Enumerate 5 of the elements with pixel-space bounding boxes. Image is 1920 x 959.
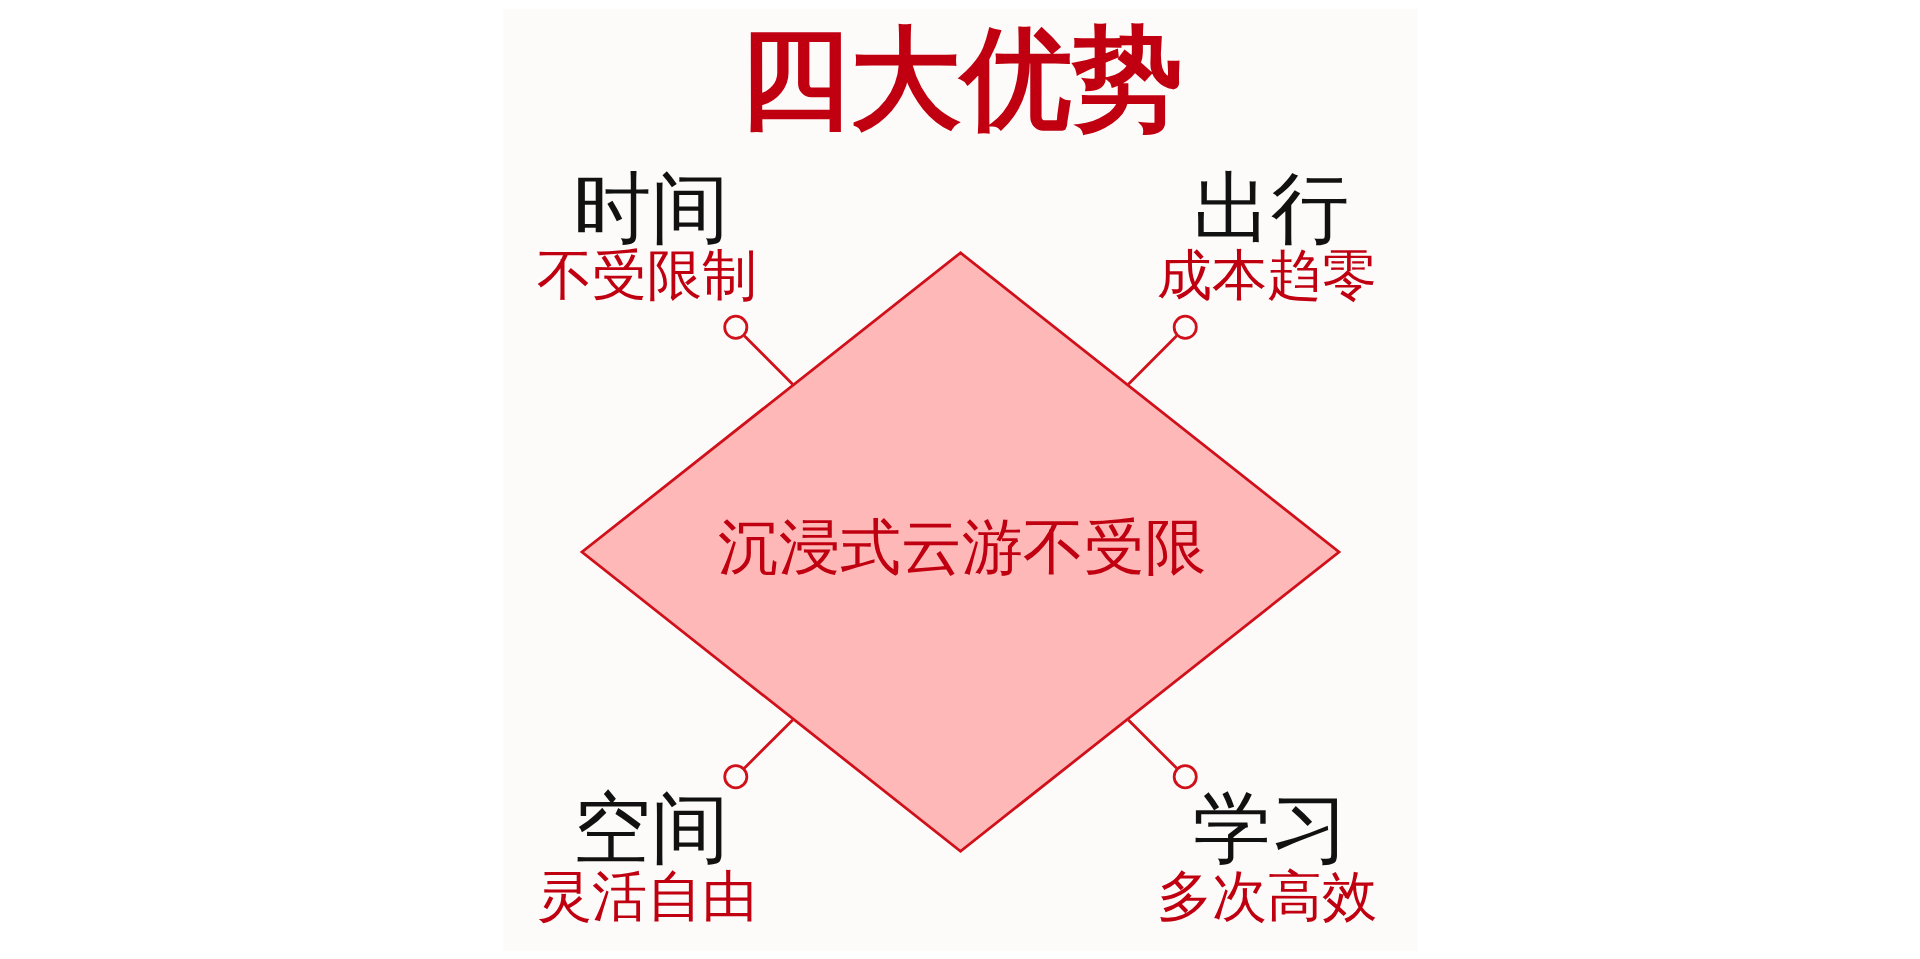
- diagram-title: 四大优势: [738, 13, 1183, 143]
- connector: [722, 718, 794, 789]
- connector: [722, 314, 794, 385]
- connector: [1126, 718, 1198, 789]
- connector: [1126, 314, 1198, 385]
